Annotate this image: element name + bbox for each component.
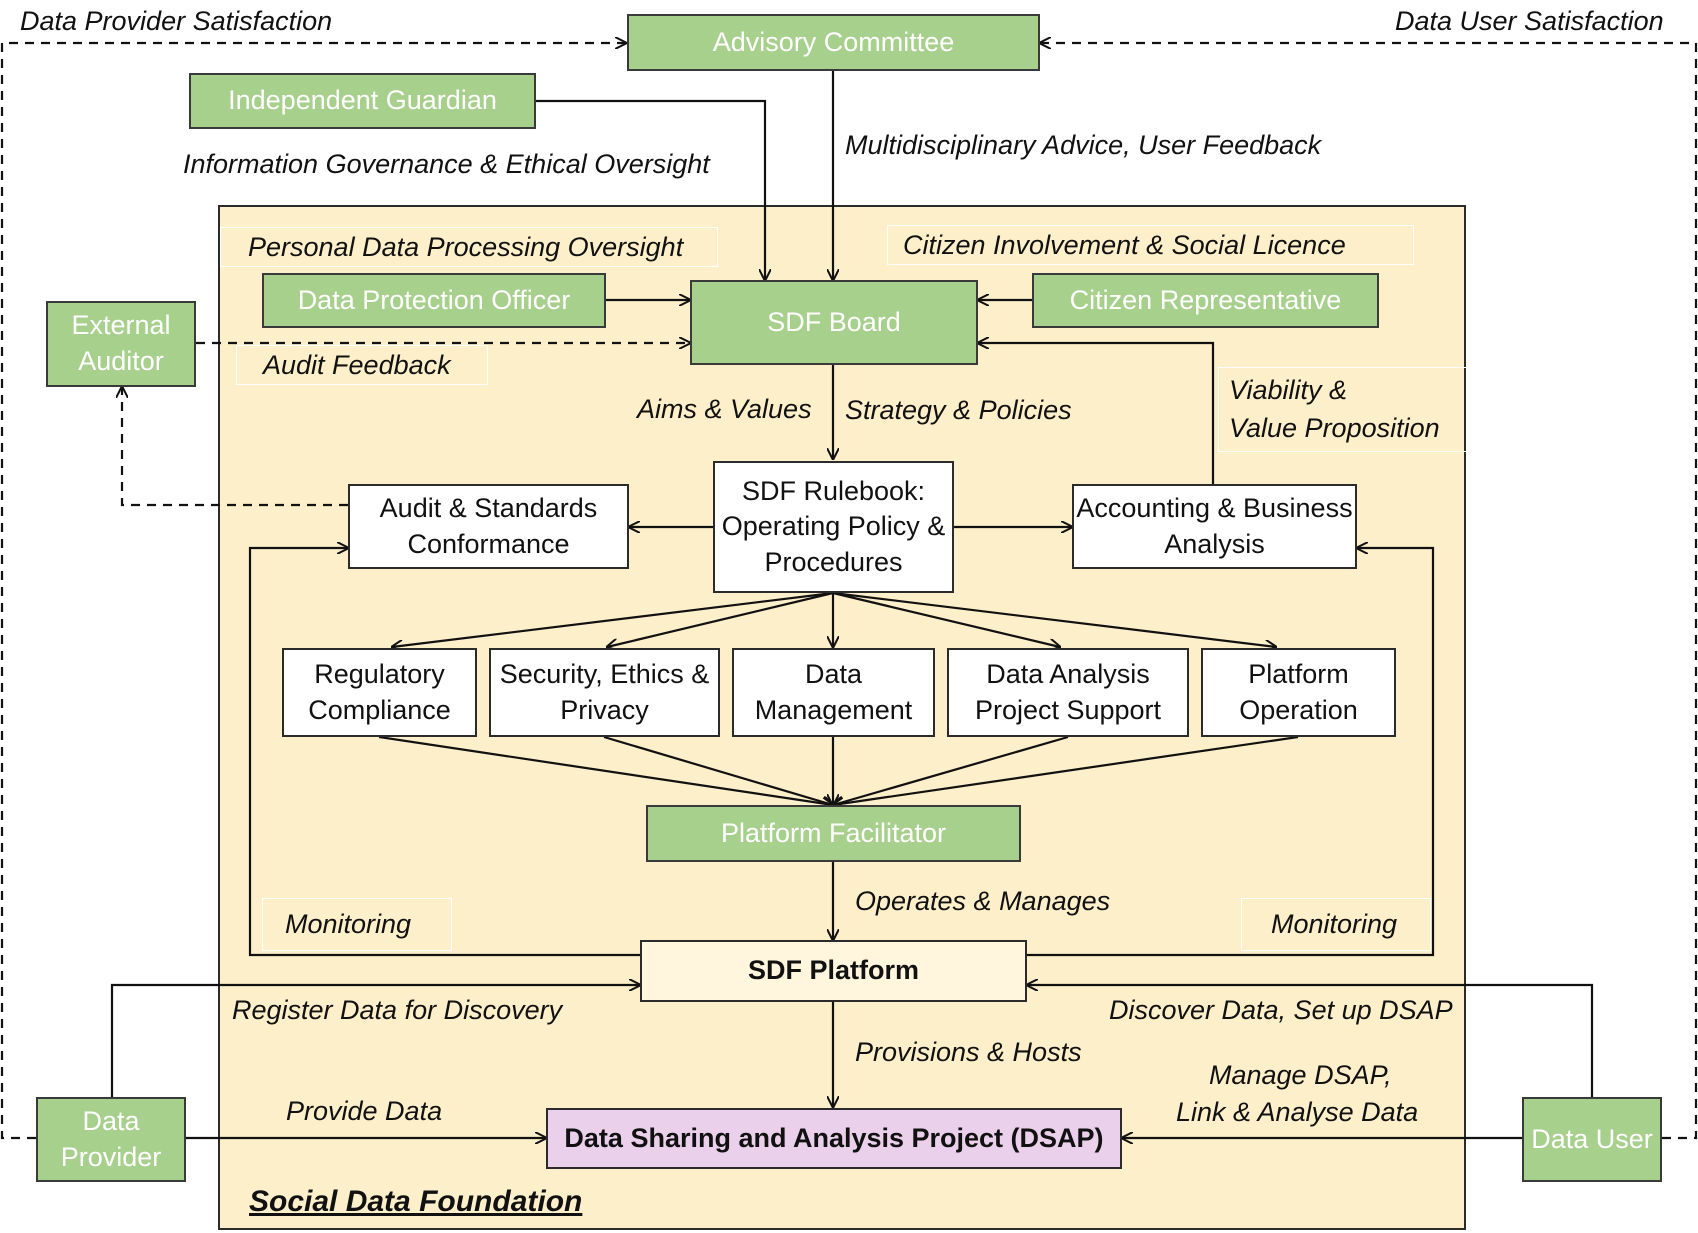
provisions-hosts-label: Provisions & Hosts [855,1037,1082,1067]
register-data-label: Register Data for Discovery [232,995,563,1025]
data-management-node: Data Management [732,648,935,737]
user-satisfaction-loop [1040,43,1698,1140]
multidisciplinary-advice-label: Multidisciplinary Advice, User Feedback [845,130,1322,160]
monitoring-right-tab: Monitoring [1241,898,1431,951]
operates-manages-label: Operates & Manages [855,886,1111,916]
provide-data-label: Provide Data [286,1096,443,1126]
independent-guardian-node: Independent Guardian [189,73,536,129]
manage-dsap-label-line1: Manage DSAP, [1209,1060,1392,1090]
strategy-policies-label: Strategy & Policies [845,395,1072,425]
viability-tab-outline [1218,367,1470,452]
rulebook-to-security [607,591,834,647]
provider-to-platform [110,985,640,1097]
user-to-platform [1027,985,1594,1097]
data-user-satisfaction-label: Data User Satisfaction [1395,6,1664,36]
rulebook-to-platformop [832,591,1276,647]
external-auditor-node: External Auditor [46,301,196,387]
guardian-to-board [536,99,765,280]
audit-feedback-tab: Audit Feedback [236,345,488,385]
sdf-platform-node: SDF Platform [640,940,1027,1002]
platform-operation-node: Platform Operation [1201,648,1396,737]
platform-facilitator-node: Platform Facilitator [646,805,1021,862]
aims-values-label: Aims & Values [637,394,812,424]
monitoring-right-loop [1027,548,1435,957]
information-governance-label: Information Governance & Ethical Oversig… [183,149,710,179]
manage-dsap-label-line2: Link & Analyse Data [1176,1097,1419,1127]
data-provider-node: Data Provider [36,1097,186,1182]
data-analysis-support-node: Data Analysis Project Support [947,648,1189,737]
data-protection-officer-node: Data Protection Officer [262,273,606,328]
rulebook-to-analysis [832,591,1060,647]
citizen-representative-node: Citizen Representative [1032,273,1379,328]
accounting-to-board [978,343,1215,484]
social-data-foundation-title: Social Data Foundation [249,1185,583,1218]
security-ethics-privacy-node: Security, Ethics & Privacy [489,648,720,737]
data-provider-satisfaction-label: Data Provider Satisfaction [20,6,333,36]
viability-label-line2: Value Proposition [1229,413,1440,443]
viability-label-line1: Viability & [1229,375,1348,405]
citizen-involvement-tab: Citizen Involvement & Social Licence [887,225,1414,265]
audit-standards-node: Audit & Standards Conformance [348,484,629,569]
regulatory-to-facilitator [378,735,833,805]
platformop-to-facilitator [833,735,1299,805]
data-user-node: Data User [1522,1097,1662,1182]
monitoring-left-loop [248,548,640,957]
rulebook-to-regulatory [392,591,834,647]
monitoring-left-tab: Monitoring [262,898,452,951]
security-to-facilitator [603,735,833,805]
discover-data-label: Discover Data, Set up DSAP [1109,995,1453,1025]
advisory-committee-node: Advisory Committee [627,14,1040,71]
personal-data-oversight-tab: Personal Data Processing Oversight [220,227,718,267]
sdf-board-node: SDF Board [690,280,978,365]
regulatory-compliance-node: Regulatory Compliance [282,648,477,737]
audit-to-auditor [122,387,348,507]
analysis-to-facilitator [833,735,1069,805]
provider-satisfaction-loop [0,43,626,1140]
sdf-rulebook-node: SDF Rulebook: Operating Policy & Procedu… [713,461,954,593]
dsap-node: Data Sharing and Analysis Project (DSAP) [546,1108,1122,1169]
accounting-business-node: Accounting & Business Analysis [1072,484,1357,569]
